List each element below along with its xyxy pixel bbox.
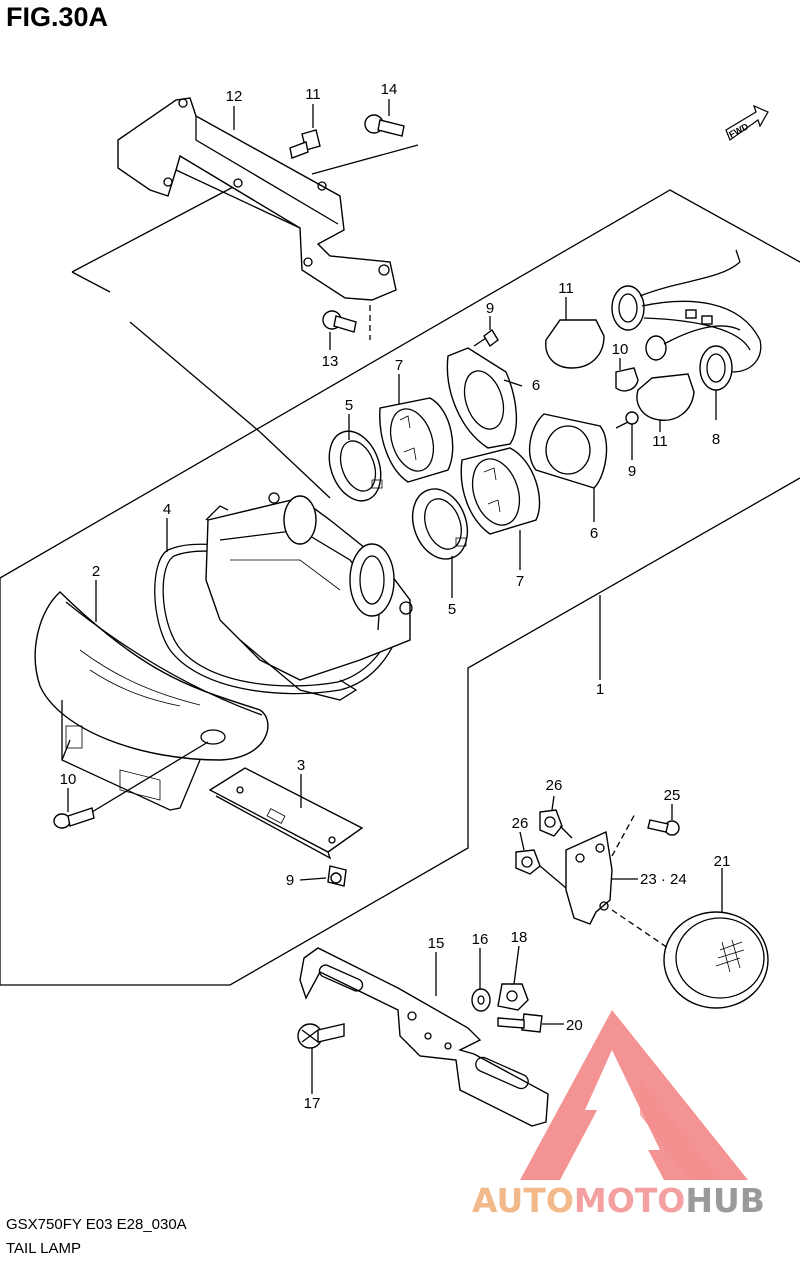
part-23-24-bracket bbox=[565, 830, 613, 925]
model-code: GSX750FY E03 E28_030A bbox=[6, 1216, 187, 1233]
callout-26-lower: 26 bbox=[512, 815, 529, 832]
callout-6-upper: 6 bbox=[532, 377, 540, 394]
callout-25: 25 bbox=[664, 787, 681, 804]
callout-22: 21 bbox=[714, 853, 731, 870]
watermark-logo bbox=[520, 1010, 748, 1180]
callout-9-upper: 9 bbox=[486, 300, 494, 317]
callout-19: 17 bbox=[304, 1095, 321, 1112]
figure-title: FIG.30A bbox=[6, 2, 109, 32]
callout-16: 14 bbox=[381, 81, 398, 98]
part-3-plate bbox=[208, 767, 364, 860]
watermark-auto: AUTO bbox=[472, 1181, 574, 1220]
callout-9-lower: 9 bbox=[286, 872, 294, 889]
screw-9-middle bbox=[615, 411, 639, 429]
part-5-ring-lower bbox=[411, 488, 469, 560]
leader-lines bbox=[67, 99, 723, 1094]
callout-15: 13 bbox=[322, 353, 339, 370]
bolt-15 bbox=[322, 310, 357, 333]
callout-17: 15 bbox=[428, 935, 445, 952]
bracket-guide bbox=[71, 144, 419, 499]
bolt-13 bbox=[289, 129, 321, 159]
callout-10: 10 bbox=[60, 771, 77, 788]
callout-5-lower: 5 bbox=[448, 601, 456, 618]
part-12-bulb bbox=[615, 367, 639, 392]
callout-5-upper: 5 bbox=[345, 397, 353, 414]
part-14-bracket bbox=[117, 97, 397, 301]
part-2-lens bbox=[34, 591, 269, 811]
screw-10 bbox=[53, 741, 209, 829]
callout-2: 2 bbox=[92, 563, 100, 580]
callout-1: 1 bbox=[596, 681, 604, 698]
callout-9-middle: 9 bbox=[628, 463, 636, 480]
callout-23-24: 23 · 24 bbox=[640, 871, 687, 888]
part-7-socket-lower bbox=[460, 447, 541, 535]
callout-4: 4 bbox=[163, 501, 171, 518]
callout-7-upper: 7 bbox=[395, 357, 403, 374]
callout-21: 20 bbox=[566, 1017, 583, 1034]
fwd-arrow-icon: FWD bbox=[725, 104, 769, 141]
watermark-text: AUTOMOTOHUB bbox=[472, 1181, 765, 1220]
part-18-washer bbox=[471, 988, 491, 1012]
part-6-gasket-upper bbox=[446, 347, 518, 449]
callout-20: 18 bbox=[511, 929, 528, 946]
callout-11-upper: 11 bbox=[558, 280, 574, 297]
assembly-outline bbox=[0, 189, 800, 986]
callout-26-upper: 26 bbox=[546, 777, 563, 794]
part-8-harness bbox=[611, 249, 762, 391]
callout-14: 12 bbox=[226, 88, 243, 105]
screw-9-lower bbox=[327, 865, 347, 887]
callout-12: 10 bbox=[612, 341, 629, 358]
callout-18: 16 bbox=[472, 931, 489, 948]
watermark-hub: HUB bbox=[685, 1181, 765, 1220]
part-26-nut-upper bbox=[539, 809, 563, 837]
part-21-bolt bbox=[497, 1013, 543, 1033]
screw-9-upper bbox=[473, 328, 499, 348]
part-25-bolt bbox=[647, 819, 680, 836]
callout-13: 11 bbox=[305, 86, 321, 103]
part-26-nut-lower bbox=[515, 849, 541, 875]
part-20-nut bbox=[497, 983, 529, 1011]
bolt-16 bbox=[364, 114, 405, 137]
part-5-ring-upper bbox=[328, 430, 383, 502]
callout-7-lower: 7 bbox=[516, 573, 524, 590]
part-11-bulb-upper bbox=[545, 319, 605, 369]
part-22-reflector bbox=[663, 911, 769, 1009]
part-17-plate-bracket bbox=[299, 947, 549, 1127]
section-name: TAIL LAMP bbox=[6, 1240, 82, 1257]
callout-8: 8 bbox=[712, 431, 720, 448]
part-6-gasket-lower bbox=[528, 413, 608, 489]
part-11-bulb-lower bbox=[636, 373, 695, 421]
part-19-screw bbox=[297, 1023, 345, 1049]
part-1-housing bbox=[205, 492, 413, 701]
callout-3: 3 bbox=[297, 757, 305, 774]
watermark-moto: MOTO bbox=[574, 1181, 685, 1220]
callout-11-lower: 11 bbox=[652, 433, 668, 450]
part-7-socket-upper bbox=[379, 397, 454, 483]
callout-6-lower: 6 bbox=[590, 525, 598, 542]
